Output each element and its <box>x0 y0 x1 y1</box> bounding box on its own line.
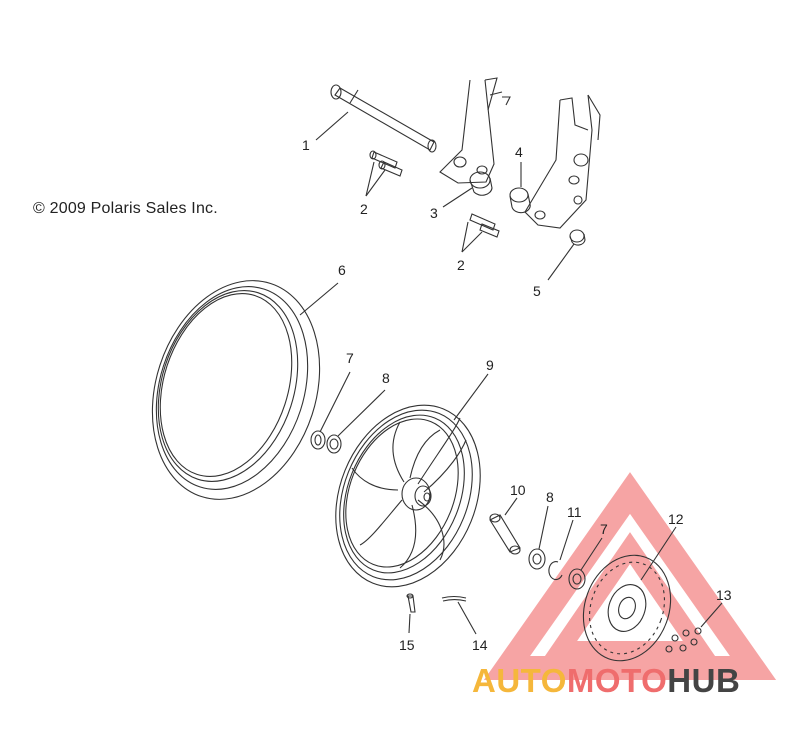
axle-part <box>330 84 437 153</box>
callout-2: 2 <box>360 201 368 217</box>
snap-ring <box>548 561 563 581</box>
callout-9: 9 <box>486 357 494 373</box>
callout-8b: 8 <box>546 489 554 505</box>
callout-6: 6 <box>338 262 346 278</box>
callout-7b: 7 <box>600 521 608 537</box>
leader-lines <box>299 111 723 635</box>
valve-stem <box>406 593 416 613</box>
seal-bearing-left <box>310 430 342 454</box>
watermark-moto: MOTO <box>566 662 668 699</box>
disc-bolts <box>665 627 702 653</box>
callout-14: 14 <box>472 637 488 653</box>
callout-13: 13 <box>716 587 732 603</box>
copyright-notice: © 2009 Polaris Sales Inc. <box>33 200 218 217</box>
spacer-part-3 <box>469 171 493 196</box>
callout-5: 5 <box>533 283 541 299</box>
callout-1: 1 <box>302 137 310 153</box>
bearing-right <box>528 548 546 570</box>
callout-10: 10 <box>510 482 526 498</box>
watermark-auto: AUTO <box>472 662 567 699</box>
left-fork-leg <box>439 77 511 184</box>
callout-11: 11 <box>567 504 582 520</box>
watermark-hub: HUB <box>667 662 741 699</box>
watermark-triangle <box>483 472 777 680</box>
wheel-rim <box>335 404 481 588</box>
axle-bolt-5 <box>569 229 586 246</box>
balance-weight <box>441 595 467 602</box>
right-fork-leg <box>524 94 601 229</box>
pinch-bolts-lower <box>469 213 500 238</box>
callout-2b: 2 <box>457 257 465 273</box>
callout-12: 12 <box>668 511 684 527</box>
callout-3: 3 <box>430 205 438 221</box>
callout-7: 7 <box>346 350 354 366</box>
callout-8: 8 <box>382 370 390 386</box>
seal-right <box>568 568 586 590</box>
pinch-bolts-upper <box>369 150 403 177</box>
callout-4: 4 <box>515 144 523 160</box>
brake-disc <box>582 554 672 662</box>
tire-part <box>151 280 321 500</box>
watermark-logo: AUTOMOTOHUB <box>472 662 740 700</box>
callout-labels: 1 2 3 4 2 5 6 7 8 9 10 8 11 7 12 13 15 1… <box>302 137 732 653</box>
spacer-part-4 <box>509 187 531 214</box>
spacer-tube <box>489 513 521 555</box>
callout-15: 15 <box>399 637 415 653</box>
